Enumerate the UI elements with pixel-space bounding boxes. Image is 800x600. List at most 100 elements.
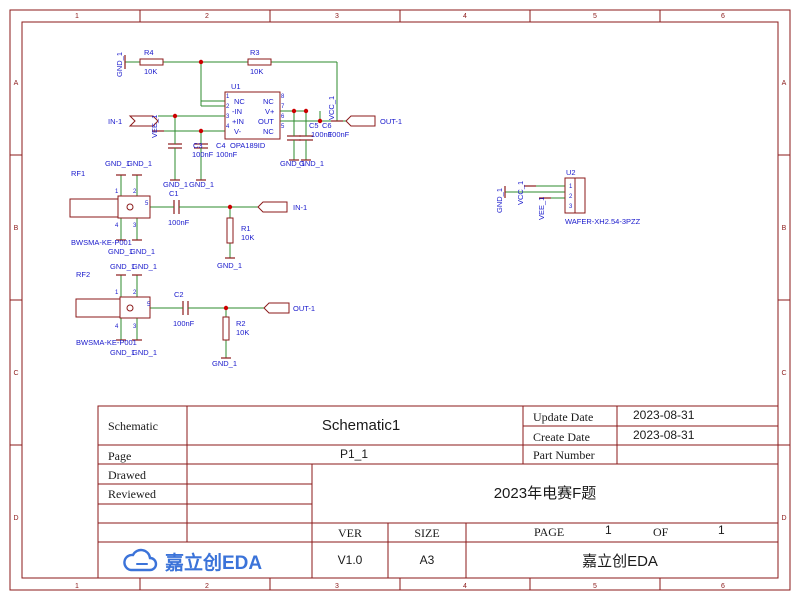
net-label-gnd: GND_1 xyxy=(280,159,305,168)
c1-value: 100nF xyxy=(168,218,190,227)
u1-pin-num: 1 xyxy=(226,94,230,100)
rf2-pin-num: 3 xyxy=(133,324,137,330)
rf2-part: BWSMA-KE-P001 xyxy=(76,338,137,347)
net-label-gnd: GND_1 xyxy=(132,262,157,271)
net-label-gnd: GND_1 xyxy=(110,348,135,357)
frame-row-label: B xyxy=(782,225,787,232)
frame-col-label: 1 xyxy=(75,13,79,20)
u1-body[interactable] xyxy=(224,91,281,140)
net-label-gnd: GND_1 xyxy=(127,159,152,168)
c2-ref: C2 xyxy=(174,290,184,299)
frame-col-label: 3 xyxy=(335,583,339,590)
net-label-gnd: GND_1 xyxy=(495,188,504,213)
frame-col-label: 2 xyxy=(205,583,209,590)
frame-col-label: 5 xyxy=(593,583,597,590)
frame-ticks xyxy=(10,10,790,590)
net-label-gnd: GND_1 xyxy=(108,247,133,256)
power-symbols xyxy=(116,55,551,359)
title-block-text: Schematic Schematic1 Update Date 2023-08… xyxy=(108,408,725,570)
component-labels: R4 10K R3 10K U1 OPA189ID C4 C3 100nF 10… xyxy=(71,48,641,347)
rf1-barrel[interactable] xyxy=(69,198,119,218)
r3-value: 10K xyxy=(250,67,263,76)
part-number-label: Part Number xyxy=(533,448,595,462)
frame-row-label: B xyxy=(14,225,19,232)
r2-value: 10K xyxy=(236,328,249,337)
rf1-body[interactable] xyxy=(117,195,151,219)
out-port-flag[interactable] xyxy=(263,302,290,314)
r1-body[interactable] xyxy=(226,217,234,244)
r3-ref: R3 xyxy=(250,48,260,57)
size-value: A3 xyxy=(420,553,435,567)
in-port-flag[interactable] xyxy=(257,201,288,213)
u1-pin-name: V+ xyxy=(265,107,275,116)
rf2-pin-num: 1 xyxy=(115,290,119,296)
rf2-body[interactable] xyxy=(119,296,151,319)
frame-col-label: 5 xyxy=(593,13,597,20)
net-label-in: IN-1 xyxy=(108,117,122,126)
u2-part: WAFER-XH2.54-3PZZ xyxy=(565,217,641,226)
in-port-flag[interactable] xyxy=(128,115,159,127)
c4-ref: C4 xyxy=(216,141,226,150)
pin-numbers: 1 2 3 4 8 7 6 5 1 2 3 1 2 3 4 5 1 2 3 4 … xyxy=(115,94,573,330)
net-label-gnd: GND_1 xyxy=(110,262,135,271)
create-date-value: 2023-08-31 xyxy=(633,428,695,442)
u1-pin-num: 3 xyxy=(226,114,230,120)
u1-pin-name: +IN xyxy=(232,117,244,126)
lceda-logo: 嘉立创EDA xyxy=(123,548,262,574)
rf2-barrel[interactable] xyxy=(75,298,121,318)
u2-pin-num: 3 xyxy=(569,204,573,210)
rf1-part: BWSMA-KE-P001 xyxy=(71,238,132,247)
out-port-flag[interactable] xyxy=(345,115,376,127)
net-label-gnd: GND_1 xyxy=(212,359,237,368)
net-ports xyxy=(128,115,376,314)
u1-pin-num: 8 xyxy=(281,94,285,100)
company-name: 嘉立创EDA xyxy=(582,553,658,570)
junctions xyxy=(172,59,323,311)
c5-value: 100nF xyxy=(311,130,333,139)
r4-ref: R4 xyxy=(144,48,154,57)
page-label: Page xyxy=(108,449,131,463)
net-label-gnd: GND_1 xyxy=(189,180,214,189)
frame-col-label: 6 xyxy=(721,583,725,590)
connector-details xyxy=(126,178,576,312)
u1-pin-name: OUT xyxy=(258,117,274,126)
create-date-label: Create Date xyxy=(533,430,590,444)
u1-pin-names: NC -IN +IN V- NC V+ OUT NC xyxy=(232,97,275,136)
c3-ref: C3 xyxy=(193,141,203,150)
schematic-label: Schematic xyxy=(108,419,158,433)
net-label-vee: VEE_1 xyxy=(537,197,546,220)
u1-pin-num: 5 xyxy=(281,124,285,130)
rf2-ref: RF2 xyxy=(76,270,90,279)
title-block xyxy=(97,405,779,579)
u2-pin-num: 2 xyxy=(569,194,573,200)
u1-pin-num: 7 xyxy=(281,104,285,110)
schematic-name: Schematic1 xyxy=(322,417,400,434)
u1-pin-name: NC xyxy=(234,97,245,106)
c4-value: 100nF xyxy=(216,150,238,159)
c5-ref: C5 xyxy=(309,121,319,130)
net-label-vee: VEE_1 xyxy=(150,115,159,138)
page-number: 1 xyxy=(605,523,612,537)
frame-row-label: D xyxy=(781,515,786,522)
rf1-pin-num: 1 xyxy=(115,189,119,195)
net-label-vcc: VCC_1 xyxy=(327,96,336,120)
page-of-label: PAGE xyxy=(534,525,564,539)
update-date-value: 2023-08-31 xyxy=(633,408,695,422)
net-label-gnd: GND_1 xyxy=(105,159,130,168)
drawed-label: Drawed xyxy=(108,468,146,482)
project-title: 2023年电赛F题 xyxy=(494,485,597,502)
page-value: P1_1 xyxy=(340,447,368,461)
cap-leads xyxy=(168,131,307,309)
net-label-gnd: GND_1 xyxy=(130,247,155,256)
update-date-label: Update Date xyxy=(533,410,593,424)
c1-ref: C1 xyxy=(169,189,179,198)
logo-text: 嘉立创EDA xyxy=(164,551,262,574)
u1-pin-name: NC xyxy=(263,127,274,136)
reviewed-label: Reviewed xyxy=(108,487,156,501)
u1-pin-name: V- xyxy=(234,127,242,136)
net-label-out: OUT-1 xyxy=(293,304,315,313)
frame-row-label: D xyxy=(13,515,18,522)
r4-body[interactable] xyxy=(139,58,164,66)
r2-body[interactable] xyxy=(222,316,230,341)
r3-body[interactable] xyxy=(247,58,272,66)
